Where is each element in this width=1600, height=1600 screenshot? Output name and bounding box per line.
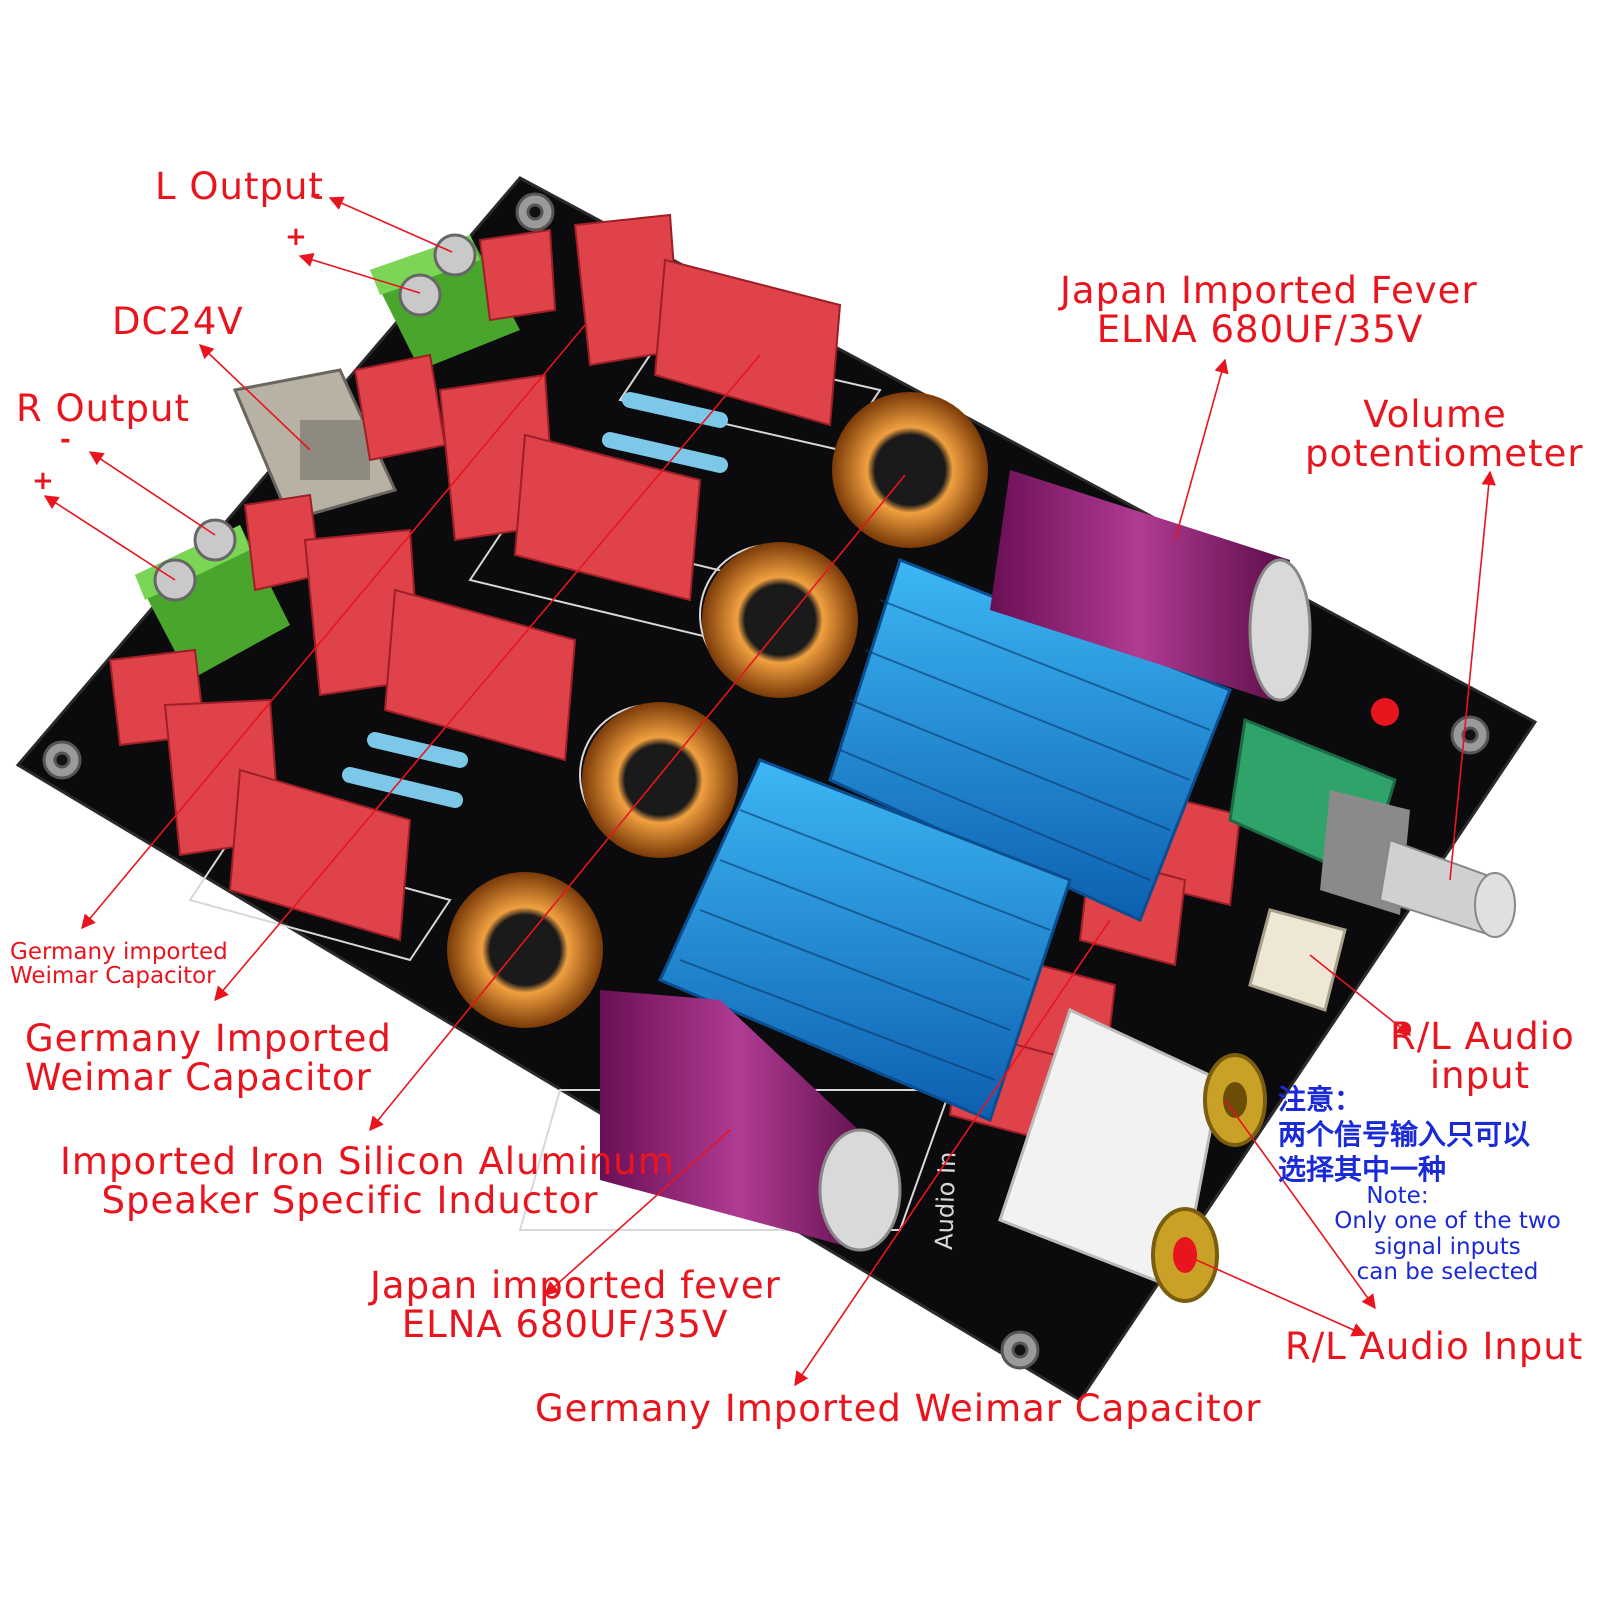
resistors (342, 392, 728, 808)
note-english-line1: Note: (1366, 1183, 1429, 1209)
l-output-minus-sign: - (310, 180, 321, 210)
note-chinese-line3: 选择其中一种 (1278, 1153, 1447, 1186)
label-r-output: R Output (16, 387, 190, 430)
label-rl-audio-input-top-line2: input (1429, 1053, 1531, 1097)
note-chinese: 注意： 两个信号输入只可以 选择其中一种 (1278, 1082, 1530, 1187)
label-inductor: Imported Iron Silicon Aluminum Speaker S… (60, 1140, 675, 1222)
note-english-line2: Only one of the two (1334, 1208, 1561, 1235)
label-japan-fever-bottom-line2: ELNA 680UF/35V (401, 1302, 729, 1346)
label-dc24v: DC24V (112, 300, 244, 343)
label-japan-fever-top-line1: Japan Imported Fever (1060, 269, 1478, 312)
label-inductor-line2: Speaker Specific Inductor (101, 1178, 599, 1222)
audio-in-marking: Audio In (930, 1151, 961, 1250)
label-germany-mid-line2: Weimar Capacitor (25, 1055, 372, 1099)
label-japan-fever-top-line2: ELNA 680UF/35V (1096, 307, 1424, 351)
label-germany-small-line2: Weimar Capacitor (10, 963, 216, 990)
label-rl-audio-input-top: R/L Audio input (1390, 1015, 1575, 1097)
label-volume-potentiometer: Volume potentiometer (1305, 393, 1584, 475)
label-rl-audio-input-bottom: R/L Audio Input (1285, 1325, 1584, 1368)
film-capacitors (108, 213, 1242, 1142)
label-rl-audio-input-top-line1: R/L Audio (1390, 1015, 1575, 1058)
mounting-holes (42, 192, 1490, 1370)
r-output-plus-sign: + (32, 466, 54, 496)
note-chinese-line1: 注意： (1278, 1083, 1363, 1116)
label-volume-line2: potentiometer (1305, 431, 1584, 475)
label-l-output: L Output (155, 165, 324, 208)
electrolytic-capacitors (600, 470, 1312, 1252)
note-chinese-line2: 两个信号输入只可以 (1278, 1118, 1531, 1151)
volume-potentiometer (1228, 698, 1516, 938)
l-output-plus-sign: + (285, 222, 307, 252)
heatsinks (657, 558, 1232, 1123)
label-japan-fever-bottom: Japan imported fever ELNA 680UF/35V (370, 1264, 781, 1346)
output-terminal-l (370, 233, 520, 370)
r-output-minus-sign: - (60, 425, 71, 455)
note-english-line4: can be selected (1356, 1258, 1539, 1285)
label-japan-fever-bottom-line1: Japan imported fever (370, 1264, 781, 1307)
note-english-line3: signal inputs (1374, 1233, 1521, 1260)
xh-input-connector (1248, 908, 1347, 1012)
note-english: Note: Only one of the two signal inputs … (1325, 1183, 1570, 1285)
rca-jacks (998, 1007, 1267, 1303)
label-germany-bottom: Germany Imported Weimar Capacitor (535, 1387, 1262, 1430)
label-germany-mid: Germany Imported Weimar Capacitor (25, 1017, 392, 1099)
annotation-arrows (43, 196, 1496, 1387)
label-japan-fever-top: Japan Imported Fever ELNA 680UF/35V (1060, 269, 1478, 351)
label-volume-line1: Volume (1363, 393, 1507, 436)
label-germany-mid-line1: Germany Imported (25, 1017, 392, 1060)
label-inductor-line1: Imported Iron Silicon Aluminum (60, 1140, 675, 1183)
dc-jack (232, 368, 398, 522)
label-germany-small-line1: Germany imported (10, 939, 228, 965)
label-germany-small: Germany imported Weimar Capacitor (10, 940, 228, 988)
